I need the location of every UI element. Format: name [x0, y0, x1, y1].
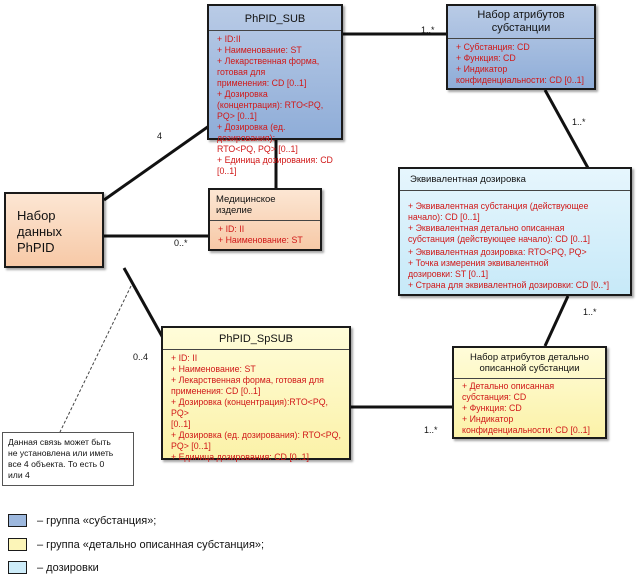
attribute: субстанция (действующее начало): CD [0..… [408, 234, 590, 244]
title-line: Медицинское [216, 194, 276, 205]
note-line: не установлена или иметь [8, 448, 114, 458]
attribute: PQ> [0..1] [217, 111, 257, 121]
phpid-spsub-title: PhPID_SpSUB [163, 328, 349, 350]
multiplicity-set-device: 0..* [174, 238, 188, 248]
attribute: + Эквивалентная детально описанная [408, 223, 565, 233]
legend-swatch [8, 561, 27, 574]
attribute: начало): CD [0..1] [408, 212, 480, 222]
note-line: или 4 [8, 470, 30, 480]
relationship-note: Данная связь может быть не установлена и… [2, 432, 134, 486]
legend-detailed-group: – группа «детально описанная субстанция»… [8, 538, 264, 551]
attribute: + Единица дозирования: CD [0..1] [217, 155, 333, 176]
attribute: + Субстанция: CD [456, 42, 530, 52]
phpid-spsub-class[interactable]: PhPID_SpSUB + ID: II + Наименование: ST … [161, 326, 351, 462]
legend-substance-group: – группа «субстанция»; [8, 514, 156, 527]
title-line: Набор атрибутов детально [469, 352, 590, 363]
attribute: + Индикатор [456, 64, 508, 74]
equivalent-dosage-attributes: + Эквивалентная субстанция (действующее … [400, 191, 630, 295]
title-line: изделие [216, 205, 253, 216]
link-equiv-detail [543, 295, 570, 347]
phpid-dataset-class[interactable]: Набор данных PhPID [4, 192, 104, 268]
detailed-substance-attributes-title: Набор атрибутов детально описанной субст… [454, 348, 605, 379]
attribute: + Дозировка (концентрация): RTO<PQ, [217, 89, 324, 110]
attribute: + Индикатор [462, 414, 514, 424]
attribute: + ID: II [218, 224, 245, 234]
legend-label: – группа «субстанция»; [37, 514, 157, 527]
phpid-sub-attributes: + ID:II + Наименование: ST + Лекарственн… [209, 31, 341, 181]
attribute: + ID: II [171, 353, 198, 363]
title-line: Набор данных [17, 208, 63, 239]
attribute: + ID:II [217, 34, 241, 44]
attribute: + Единица дозирования: CD [0..1] [171, 452, 309, 462]
multiplicity-detail-spsub: 1..* [424, 425, 438, 435]
link-set-spsub [122, 267, 165, 339]
detailed-substance-attributes-list: + Детально описанная субстанция: CD + Фу… [454, 379, 605, 440]
attribute: конфиденциальности: CD [0..1] [462, 425, 590, 435]
attribute: + Наименование: ST [218, 235, 303, 245]
multiplicity-set-spsub: 0..4 [133, 352, 149, 362]
attribute: + Эквивалентная дозировка: RTO<PQ, PQ> [408, 247, 587, 257]
attribute: + Функция: CD [456, 53, 516, 63]
equivalent-dosage-title: Эквивалентная дозировка [400, 169, 630, 191]
title-line: субстанции [491, 22, 551, 34]
attribute: + Функция: CD [462, 403, 522, 413]
note-line: все 4 объекта. То есть 0 [8, 459, 105, 469]
legend-label: – группа «детально описанная субстанция»… [37, 538, 265, 551]
attribute: субстанция: CD [462, 392, 527, 402]
legend-dosage-group: – дозировки [8, 561, 99, 574]
multiplicity-sub-attrs: 1..* [421, 25, 435, 35]
attribute: + Дозировка (концентрация):RTO<PQ, PQ> [171, 397, 328, 418]
medical-device-attributes: + ID: II + Наименование: ST [210, 221, 320, 250]
substance-attributes-class[interactable]: Набор атрибутов субстанции + Субстанция:… [446, 4, 596, 90]
attribute: + Страна для эквивалентной дозировки: CD… [408, 280, 610, 290]
attribute: конфиденциальности: CD [0..1] [456, 75, 584, 85]
multiplicity-set-sub: 4 [157, 131, 163, 141]
attribute: + Точка измерения эквивалентной [408, 258, 549, 268]
substance-attributes-title: Набор атрибутов субстанции [448, 6, 594, 39]
legend-swatch [8, 538, 27, 551]
attribute: + Дозировка (ед. дозирования): [217, 122, 286, 143]
attribute: PQ> [0..1] [171, 441, 211, 451]
phpid-sub-title: PhPID_SUB [209, 6, 341, 31]
attribute: RTO<PQ, PQ> [0..1] [217, 144, 298, 154]
equivalent-dosage-class[interactable]: Эквивалентная дозировка + Эквивалентная … [398, 167, 632, 296]
phpid-spsub-attributes: + ID: II + Наименование: ST + Лекарствен… [163, 350, 349, 467]
attribute: + Наименование: ST [171, 364, 256, 374]
title-line: Набор атрибутов [477, 9, 565, 21]
title-line: PhPID [17, 240, 55, 255]
legend-label: – дозировки [37, 561, 99, 574]
substance-attributes-list: + Субстанция: CD + Функция: CD + Индикат… [448, 39, 594, 90]
attribute: + Детально описанная [462, 381, 555, 391]
attribute: [0..1] [171, 419, 191, 429]
note-line: Данная связь может быть [8, 437, 111, 447]
attribute: применения: CD [0..1] [171, 386, 261, 396]
attribute: применения: CD [0..1] [217, 78, 307, 88]
attribute: дозировки: ST [0..1] [408, 269, 489, 279]
note-dashed-link [59, 285, 132, 433]
multiplicity-attrs-equiv: 1..* [572, 117, 586, 127]
medical-device-class[interactable]: Медицинское изделие + ID: II + Наименова… [208, 188, 322, 251]
attribute: + Дозировка (ед. дозирования): RTO<PQ, [171, 430, 341, 440]
legend-swatch [8, 514, 27, 527]
attribute: + Эквивалентная субстанция (действующее [408, 201, 589, 211]
medical-device-title: Медицинское изделие [210, 190, 320, 221]
phpid-sub-class[interactable]: PhPID_SUB + ID:II + Наименование: ST + Л… [207, 4, 343, 176]
attribute: + Лекарственная форма, готовая для [217, 56, 320, 77]
detailed-substance-attributes-class[interactable]: Набор атрибутов детально описанной субст… [452, 346, 607, 439]
attribute: + Лекарственная форма, готовая для [171, 375, 324, 385]
title-line: описанной субстанции [479, 363, 580, 374]
link-set-sub [103, 124, 210, 202]
attribute: + Наименование: ST [217, 45, 302, 55]
multiplicity-equiv-detail: 1..* [583, 307, 597, 317]
link-attrs-equiv [543, 89, 590, 169]
phpid-dataset-title: Набор данных PhPID [6, 194, 102, 256]
